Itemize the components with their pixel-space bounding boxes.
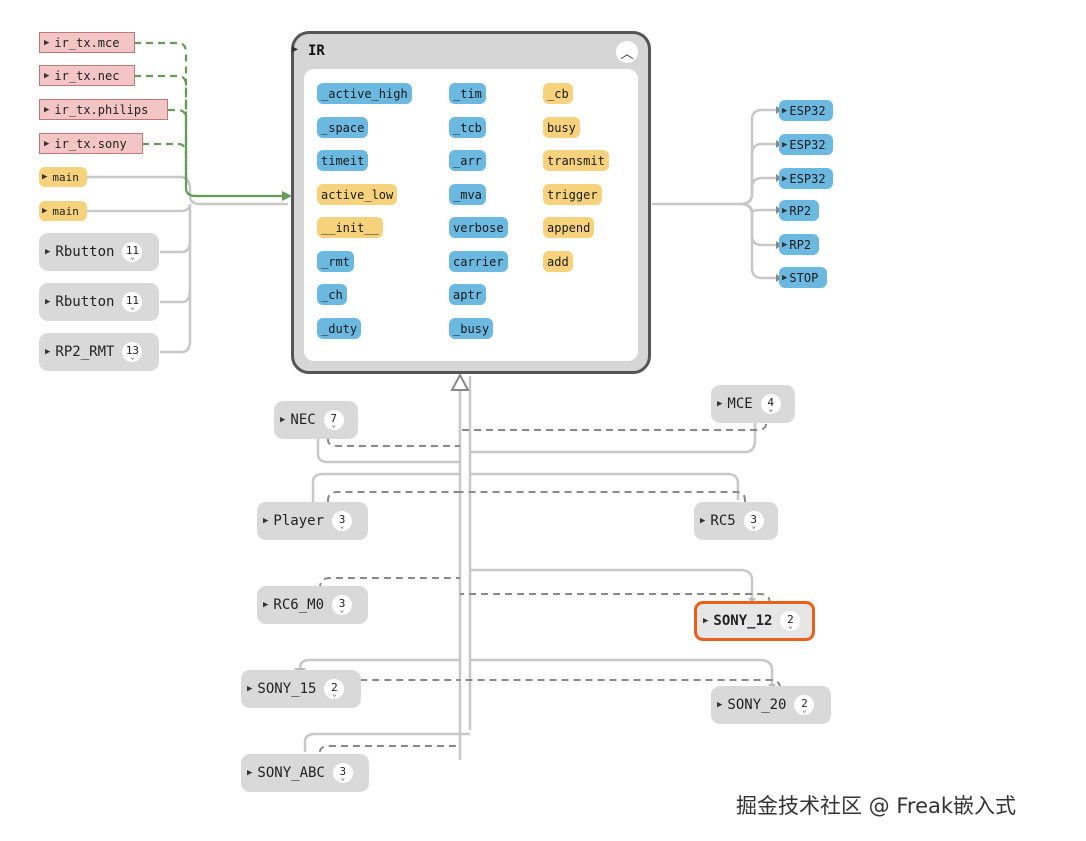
function-main[interactable]: ▶main (39, 167, 87, 187)
expand-icon: ▶ (703, 616, 709, 626)
expand-icon: ▶ (292, 44, 299, 55)
member-chip[interactable]: transmit (543, 150, 609, 171)
expand-icon: ▶ (717, 399, 723, 409)
member-chip[interactable]: _busy (449, 318, 494, 339)
expand-icon: ▶ (42, 172, 48, 182)
chevron-up-icon[interactable]: ︿ (616, 41, 638, 63)
member-chip[interactable]: _active_high (317, 83, 412, 104)
expand-icon: ▶ (44, 104, 50, 115)
expand-icon: ▶ (717, 700, 723, 710)
member-chip[interactable]: active_low (317, 184, 398, 205)
member-count-badge: 4⌄ (760, 394, 781, 414)
member-chip[interactable]: _tcb (449, 117, 486, 138)
external-esp32[interactable]: ▶ESP32 (779, 100, 833, 121)
member-count-badge: 3⌄ (743, 511, 764, 531)
expand-icon: ▶ (263, 516, 269, 526)
expand-icon: ▶ (44, 37, 50, 48)
function-main[interactable]: ▶main (39, 201, 87, 221)
expand-icon: ▶ (782, 205, 788, 216)
member-chip[interactable]: _cb (543, 83, 573, 104)
expand-icon: ▶ (44, 138, 50, 149)
member-chip[interactable]: carrier (449, 251, 508, 272)
expand-icon: ▶ (782, 105, 788, 116)
member-count-badge: 2⌄ (794, 695, 815, 715)
expand-icon: ▶ (44, 70, 50, 81)
module-ir-tx-sony[interactable]: ▶ir_tx.sony (39, 133, 143, 154)
member-chip[interactable]: _duty (317, 318, 362, 339)
expand-icon: ▶ (280, 415, 286, 425)
member-chip[interactable]: _ch (317, 284, 347, 305)
member-chip[interactable]: _space (317, 117, 369, 138)
expand-icon: ▶ (782, 272, 788, 283)
member-count-badge: 13⌄ (122, 342, 143, 362)
expand-icon: ▶ (45, 297, 51, 307)
module-ir-tx-philips[interactable]: ▶ir_tx.philips (39, 99, 168, 120)
external-stop[interactable]: ▶STOP (779, 267, 827, 288)
member-chip[interactable]: _mva (449, 184, 486, 205)
class-ir-members: _active_high _space timeit active_low __… (304, 69, 638, 361)
member-count-badge: 3⌄ (332, 595, 352, 615)
member-count-badge: 3⌄ (332, 763, 353, 783)
class-ir-title: IR (308, 43, 325, 59)
expand-icon: ▶ (42, 206, 48, 216)
member-chip[interactable]: aptr (449, 284, 486, 305)
member-chip[interactable]: add (543, 251, 573, 272)
expand-icon: ▶ (45, 347, 51, 357)
external-rp2[interactable]: ▶RP2 (779, 200, 819, 221)
expand-icon: ▶ (700, 516, 706, 526)
member-chip[interactable]: verbose (449, 217, 508, 238)
external-esp32[interactable]: ▶ESP32 (779, 168, 833, 189)
member-count-badge: 2⌄ (324, 679, 345, 699)
member-chip[interactable]: timeit (317, 150, 369, 171)
external-rp2[interactable]: ▶RP2 (779, 234, 819, 255)
watermark: 掘金技术社区 @ Freak嵌入式 (736, 794, 1017, 818)
expand-icon: ▶ (263, 600, 269, 610)
member-count-badge: 3⌄ (332, 511, 352, 531)
external-esp32[interactable]: ▶ESP32 (779, 134, 833, 155)
expand-icon: ▶ (247, 768, 253, 778)
member-count-badge: 11⌄ (122, 242, 143, 262)
member-count-badge: 11⌄ (122, 292, 143, 312)
expand-icon: ▶ (45, 247, 51, 257)
member-chip[interactable]: busy (543, 117, 580, 138)
expand-icon: ▶ (782, 173, 788, 184)
member-chip[interactable]: _arr (449, 150, 486, 171)
member-chip[interactable]: __init__ (317, 217, 383, 238)
member-count-badge: 2⌄ (780, 611, 801, 631)
class-ir-expanded[interactable]: ▶ IR ︿ _active_high _space timeit active… (291, 31, 651, 374)
expand-icon: ▶ (782, 239, 788, 250)
module-ir-tx-nec[interactable]: ▶ir_tx.nec (39, 65, 135, 86)
member-chip[interactable]: _rmt (317, 251, 354, 272)
member-chip[interactable]: trigger (543, 184, 602, 205)
expand-icon: ▶ (247, 684, 253, 694)
member-chip[interactable]: _tim (449, 83, 486, 104)
member-chip[interactable]: append (543, 217, 595, 238)
module-ir-tx-mce[interactable]: ▶ir_tx.mce (39, 32, 135, 53)
expand-icon: ▶ (782, 139, 788, 150)
member-count-badge: 7⌄ (323, 410, 344, 430)
